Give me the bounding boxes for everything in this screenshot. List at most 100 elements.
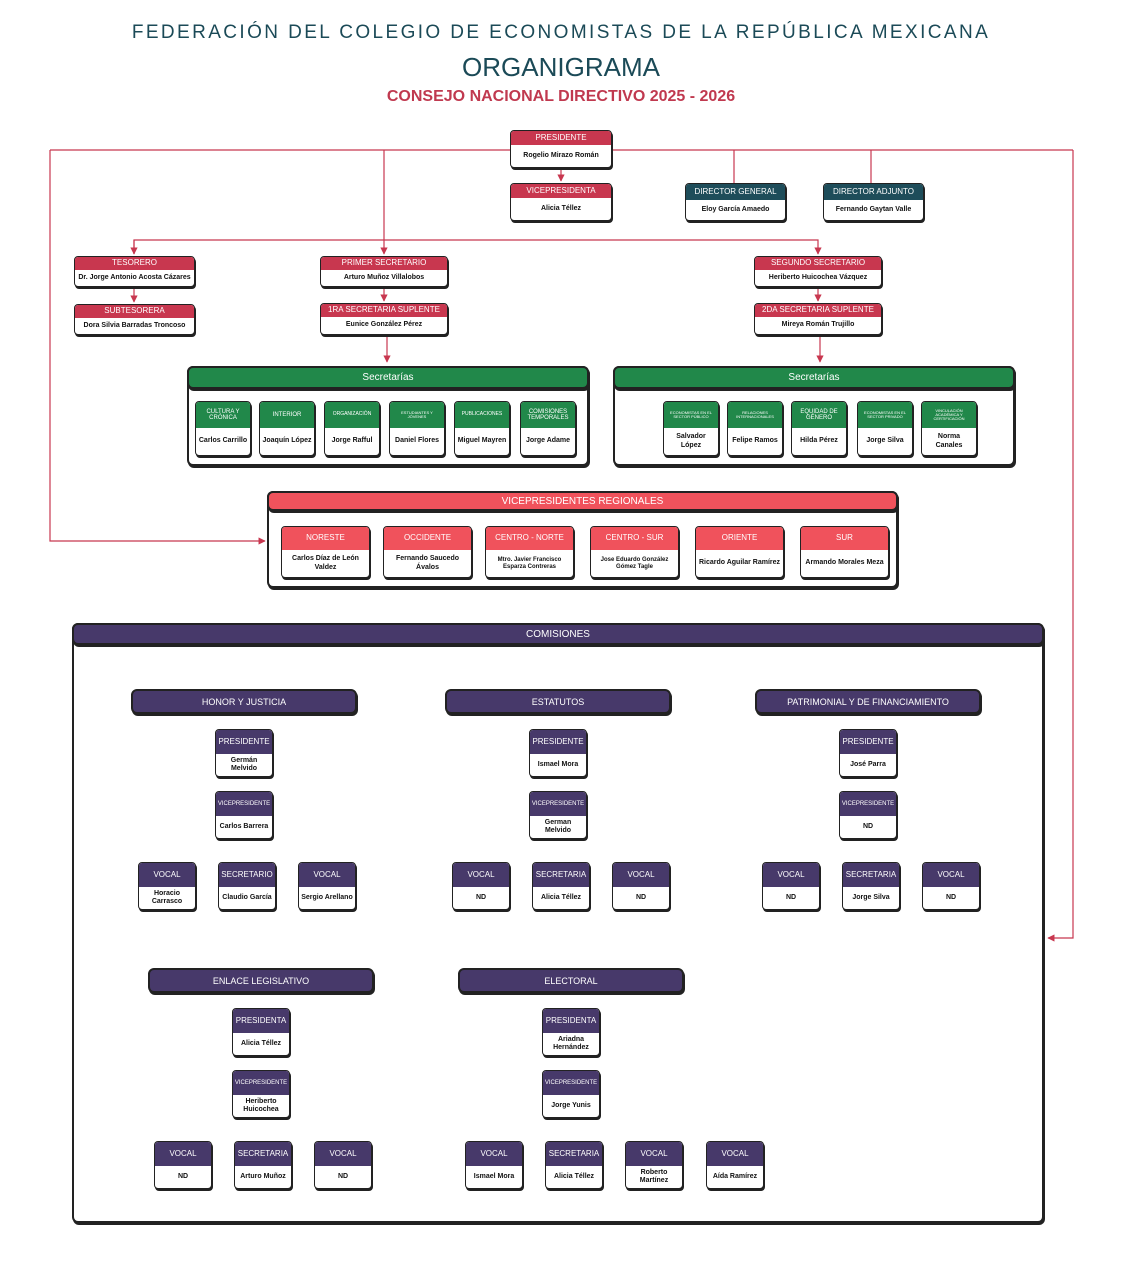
person-name: Mireya Román Trujillo: [781, 321, 855, 329]
role-label: VOCAL: [139, 863, 195, 887]
director-general-box: DIRECTOR GENERAL Eloy García Amaedo: [685, 183, 786, 221]
regional-card: NORESTE Carlos Díaz de León Valdez: [281, 526, 370, 578]
vicepresidenta-box: VICEPRESIDENTA Alicia Téllez: [510, 183, 612, 221]
person-name: Ariadna Hernández: [553, 1035, 589, 1051]
person-name: Jorge Silva: [852, 893, 890, 901]
commission-title: PATRIMONIAL Y DE FINANCIAMIENTO: [755, 689, 981, 714]
regional-card: CENTRO - NORTE Mtro. Javier Francisco Es…: [485, 526, 574, 578]
role-label: VOCAL: [923, 863, 979, 887]
page-title: ORGANIGRAMA: [462, 52, 660, 82]
person-name: ND: [475, 893, 487, 901]
person-name: ND: [785, 893, 797, 901]
role-label: INTERIOR: [260, 402, 314, 428]
commission-member: SECRETARIA Jorge Silva: [842, 862, 900, 910]
to-comisiones: [1047, 150, 1074, 942]
role-label: SECRETARIA: [235, 1142, 291, 1166]
role-label: CULTURA Y CRÓNICA: [196, 402, 250, 428]
person-name: Germán Melvido: [230, 756, 258, 772]
secretaria-card: RELACIONES INTERNACIONALES Felipe Ramos: [727, 401, 783, 456]
person-name: Carlos Barrera: [219, 822, 269, 830]
commission-member: SECRETARIA Alicia Téllez: [545, 1141, 603, 1189]
person-name: Dora Silvia Barradas Troncoso: [83, 321, 186, 329]
secretaria-card: ECONOMISTAS EN EL SECTOR PÚBLICO Salvado…: [663, 401, 719, 456]
person-name: Jorge Silva: [866, 437, 904, 445]
person-name: ND: [635, 893, 647, 901]
regionales-header: VICEPRESIDENTES REGIONALES: [267, 491, 898, 511]
role-label: VICEPRESIDENTE: [530, 792, 586, 816]
person-name: Jorge Yunis: [551, 1101, 591, 1109]
role-label: PRESIDENTE: [530, 730, 586, 754]
person-name: Alicia Téllez: [540, 893, 582, 901]
commission-vicepresident: VICEPRESIDENTE Jorge Yunis: [542, 1070, 600, 1118]
role-label: ORGANIZACIÓN: [325, 402, 379, 428]
commission-president: PRESIDENTA Alicia Téllez: [232, 1008, 290, 1056]
presidente-box: PRESIDENTE Rogelio Mirazo Román: [510, 130, 612, 168]
regional-card: SUR Armando Morales Meza: [800, 526, 889, 578]
secretaria-card: EQUIDAD DE GÉNERO Hilda Pérez: [791, 401, 847, 456]
primer-secretario-box: PRIMER SECRETARIO Arturo Muñoz Villalobo…: [320, 256, 448, 287]
role-label: SECRETARIA: [533, 863, 589, 887]
secretaria-card: ECONOMISTAS EN EL SECTOR PRIVADO Jorge S…: [857, 401, 913, 456]
secretaria-card: ORGANIZACIÓN Jorge Rafful: [324, 401, 380, 456]
person-name: Ismael Mora: [473, 1172, 515, 1180]
role-label: VOCAL: [613, 863, 669, 887]
role-label: 2DA SECRETARIA SUPLENTE: [755, 304, 881, 317]
role-label: VICEPRESIDENTE: [840, 792, 896, 816]
role-label: VICEPRESIDENTE: [216, 792, 272, 816]
person-name: Alicia Téllez: [240, 1039, 282, 1047]
role-label: CENTRO - NORTE: [486, 527, 573, 550]
primera-suplente-box: 1RA SECRETARIA SUPLENTE Eunice González …: [320, 303, 448, 335]
role-label: PUBLICACIONES: [455, 402, 509, 428]
secretaria-card: INTERIOR Joaquín López: [259, 401, 315, 456]
role-label: VOCAL: [155, 1142, 211, 1166]
role-label: PRESIDENTE: [511, 131, 611, 145]
person-name: ND: [945, 893, 957, 901]
commission-member: VOCAL Horacio Carrasco: [138, 862, 196, 910]
commission-member: VOCAL ND: [612, 862, 670, 910]
person-name: Jorge Rafful: [331, 437, 373, 445]
commission-vicepresident: VICEPRESIDENTE Heriberto Huicochea: [232, 1070, 290, 1118]
secretaria-card: ESTUDIANTES Y JÓVENES Daniel Flores: [389, 401, 445, 456]
person-name: Horacio Carrasco: [151, 889, 183, 905]
role-label: VICEPRESIDENTE: [233, 1071, 289, 1095]
role-label: NORESTE: [282, 527, 369, 550]
commission-president: PRESIDENTA Ariadna Hernández: [542, 1008, 600, 1056]
commission-member: SECRETARIA Arturo Muñoz: [234, 1141, 292, 1189]
role-label: ESTUDIANTES Y JÓVENES: [390, 402, 444, 428]
person-name: Ricardo Aguilar Ramírez: [698, 559, 781, 567]
role-label: VICEPRESIDENTE: [543, 1071, 599, 1095]
role-label: RELACIONES INTERNACIONALES: [728, 402, 782, 428]
person-name: Joaquín López: [262, 437, 312, 445]
commission-title: ELECTORAL: [458, 968, 684, 993]
person-name: Alicia Téllez: [540, 204, 582, 212]
role-label: PRESIDENTE: [840, 730, 896, 754]
commission-member: VOCAL ND: [154, 1141, 212, 1189]
person-name: ND: [337, 1172, 349, 1180]
director-adjunto-box: DIRECTOR ADJUNTO Fernando Gaytan Valle: [823, 183, 924, 221]
segunda-suplente-box: 2DA SECRETARIA SUPLENTE Mireya Román Tru…: [754, 303, 882, 335]
commission-member: VOCAL ND: [314, 1141, 372, 1189]
person-name: Rogelio Mirazo Román: [523, 151, 599, 159]
person-name: Alicia Téllez: [553, 1172, 595, 1180]
commission-member: VOCAL Roberto Martínez: [625, 1141, 683, 1189]
role-label: PRIMER SECRETARIO: [321, 257, 447, 270]
regional-card: OCCIDENTE Fernando Saucedo Ávalos: [383, 526, 472, 578]
person-name: Dr. Jorge Antonio Acosta Cázares: [78, 273, 191, 281]
secretaria-card: COMISIONES TEMPORALES Jorge Adame: [520, 401, 576, 456]
commission-vicepresident: VICEPRESIDENTE ND: [839, 791, 897, 839]
person-name: Eunice González Pérez: [345, 321, 423, 329]
role-label: CENTRO - SUR: [591, 527, 678, 550]
segundo-secretario-box: SEGUNDO SECRETARIO Heriberto Huicochea V…: [754, 256, 882, 287]
role-label: SECRETARIA: [843, 863, 899, 887]
role-label: VOCAL: [707, 1142, 763, 1166]
person-name: Heriberto Huicochea Vázquez: [768, 273, 868, 281]
commission-member: VOCAL ND: [762, 862, 820, 910]
person-name: Carlos Carrillo: [198, 437, 248, 445]
comisiones-panel: [72, 623, 1044, 1223]
role-label: OCCIDENTE: [384, 527, 471, 550]
role-label: SECRETARIO: [219, 863, 275, 887]
person-name: Salvador López: [676, 433, 706, 449]
person-name: ND: [177, 1172, 189, 1180]
person-name: Ismael Mora: [537, 760, 579, 768]
